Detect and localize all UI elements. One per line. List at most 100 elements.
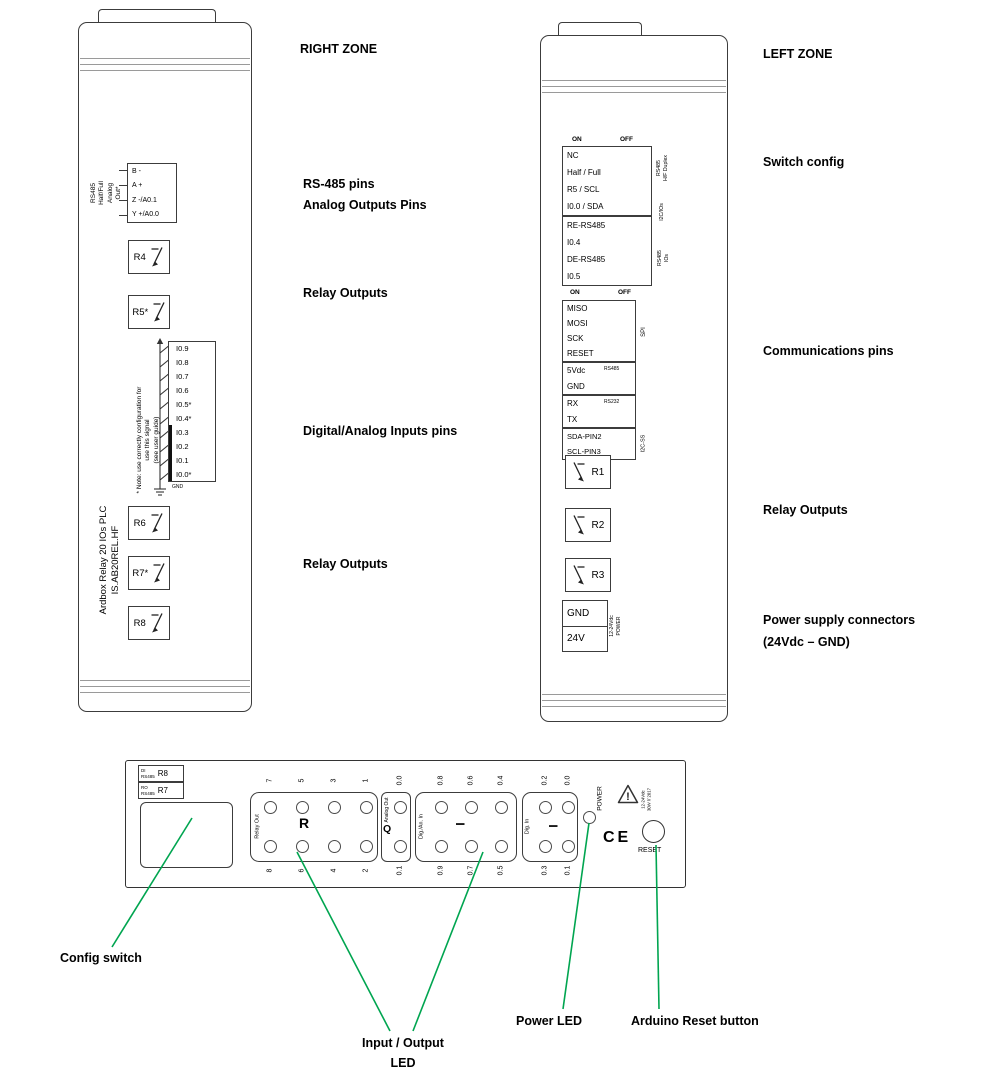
comm-pin-label: TX <box>567 414 578 424</box>
ce-mark: CE <box>603 829 632 846</box>
input-led <box>464 839 478 853</box>
input-pin-label: I0.0* <box>176 469 192 479</box>
groove-line <box>80 70 250 71</box>
analog-led <box>393 839 407 853</box>
relay-led <box>327 839 341 853</box>
comm-pin-label: RX <box>567 399 579 409</box>
callout-power-led: Power LED <box>516 1014 582 1028</box>
power-supply-block: GND 24V <box>562 600 608 652</box>
warning-exclamation: ! <box>626 791 630 803</box>
config-info-big: R8 <box>157 769 168 778</box>
groove-line <box>80 64 250 65</box>
relay-led <box>359 839 373 853</box>
input-pin-label: I0.9 <box>176 344 189 354</box>
groove-line <box>542 694 726 695</box>
reset-button <box>641 819 665 843</box>
input-led <box>494 839 508 853</box>
switch-off-label: OFF <box>620 136 633 143</box>
relay-switch-icon <box>573 565 585 585</box>
input-pin-label: I0.7 <box>176 372 189 382</box>
relay-output-r6: R6 <box>128 506 170 540</box>
callout-io-led-line2: LED <box>390 1056 416 1070</box>
groove-line <box>80 686 250 687</box>
relay-label: R5* <box>132 306 149 318</box>
relay-switch-icon <box>151 613 163 633</box>
relay-led <box>359 800 373 814</box>
input-led <box>561 839 575 853</box>
callout-line-config-switch <box>111 817 193 948</box>
relay-output-r3: R3 <box>565 558 611 592</box>
relay-label: R1 <box>591 466 605 478</box>
analog-led <box>393 800 407 814</box>
comm-pin-label: GND <box>567 381 585 391</box>
switch-row: NC <box>567 151 579 160</box>
relay-switch-icon <box>573 515 585 535</box>
config-info-line: RS485 <box>141 790 155 796</box>
comm-pin-label: SDA-PIN2 <box>567 432 602 441</box>
callout-line-power-led <box>562 822 590 1010</box>
analog-letter: Q <box>383 823 392 835</box>
comm-pin-label: MOSI <box>567 319 588 328</box>
pin-stub <box>119 170 127 172</box>
label-power-supply-2: (24Vdc – GND) <box>763 635 850 649</box>
comm-pin-label: RESET <box>567 349 594 358</box>
config-switch <box>140 802 233 868</box>
rs232-pin-block: RX TX <box>562 395 636 428</box>
label-relay-outputs: Relay Outputs <box>763 503 848 517</box>
input-led <box>464 800 478 814</box>
config-switch-block-b: RE-RS485 I0.4 DE-RS485 I0.5 <box>562 216 652 286</box>
config-switch-block-a: NC Half / Full R5 / SCL I0.0 / SDA <box>562 146 652 216</box>
relay-label: R4 <box>133 251 146 263</box>
spi-pin-block: MISO MOSI SCK RESET <box>562 300 636 362</box>
relay-led <box>263 839 277 853</box>
config-info-row: RO RS485 R7 <box>138 782 184 799</box>
relay-output-r5: R5* <box>128 295 170 329</box>
switch-row: I0.4 <box>567 238 581 247</box>
relay-label: R6 <box>133 517 146 529</box>
relay-output-r2: R2 <box>565 508 611 542</box>
power-5v-pin-block: 5Vdc GND <box>562 362 636 395</box>
config-info-line: DI <box>141 768 146 774</box>
input-led <box>434 800 448 814</box>
switch-row: I0.5 <box>567 272 581 281</box>
relay-output-r8: R8 <box>128 606 170 640</box>
device-right-zone-body <box>78 22 252 712</box>
rs485-tag: RS485 <box>604 366 620 372</box>
relay-switch-icon <box>573 462 585 482</box>
label-switch-config: Switch config <box>763 155 845 169</box>
relay-switch-icon <box>153 302 165 322</box>
label-communications-pins: Communications pins <box>763 344 894 358</box>
input-led <box>538 839 552 853</box>
rs485-analog-pin-block: B - A + Z -/A0.1 Y +/A0.0 <box>127 163 177 223</box>
groove-line <box>542 92 726 93</box>
relay-switch-icon <box>153 563 165 583</box>
power-pin-label: GND <box>563 601 607 627</box>
relay-label: R7* <box>132 567 149 579</box>
config-info-small: RO RS485 <box>141 785 155 795</box>
config-info-line: RO <box>141 785 148 791</box>
input-pin-label: I0.5* <box>176 400 192 410</box>
pin-label: Z -/A0.1 <box>132 196 157 204</box>
config-info-row: DI RS485 R8 <box>138 765 184 782</box>
pin-label: Y +/A0.0 <box>132 211 159 219</box>
label-relay-outputs-bottom: Relay Outputs <box>303 557 388 571</box>
input-led <box>434 839 448 853</box>
comm-pin-label: MISO <box>567 304 588 313</box>
i2c-pin-block: SDA-PIN2 SCL-PIN3 <box>562 428 636 460</box>
input-block-divider-bar <box>169 425 172 481</box>
label-relay-outputs-top: Relay Outputs <box>303 286 388 300</box>
power-pin-label: 24V <box>567 633 585 645</box>
switch-row: Half / Full <box>567 168 601 177</box>
device-top-tab <box>98 9 216 24</box>
relay-label: R3 <box>591 569 605 581</box>
switch-on-label: ON <box>570 289 580 296</box>
input-led <box>561 800 575 814</box>
switch-row: DE-RS485 <box>567 255 606 264</box>
switch-row: R5 / SCL <box>567 185 600 194</box>
pin-stub <box>119 200 127 202</box>
relay-led <box>295 839 309 853</box>
label-power-supply-1: Power supply connectors <box>763 613 916 627</box>
input-pin-label: I0.6 <box>176 386 189 396</box>
input-pin-label: I0.2 <box>176 441 189 451</box>
